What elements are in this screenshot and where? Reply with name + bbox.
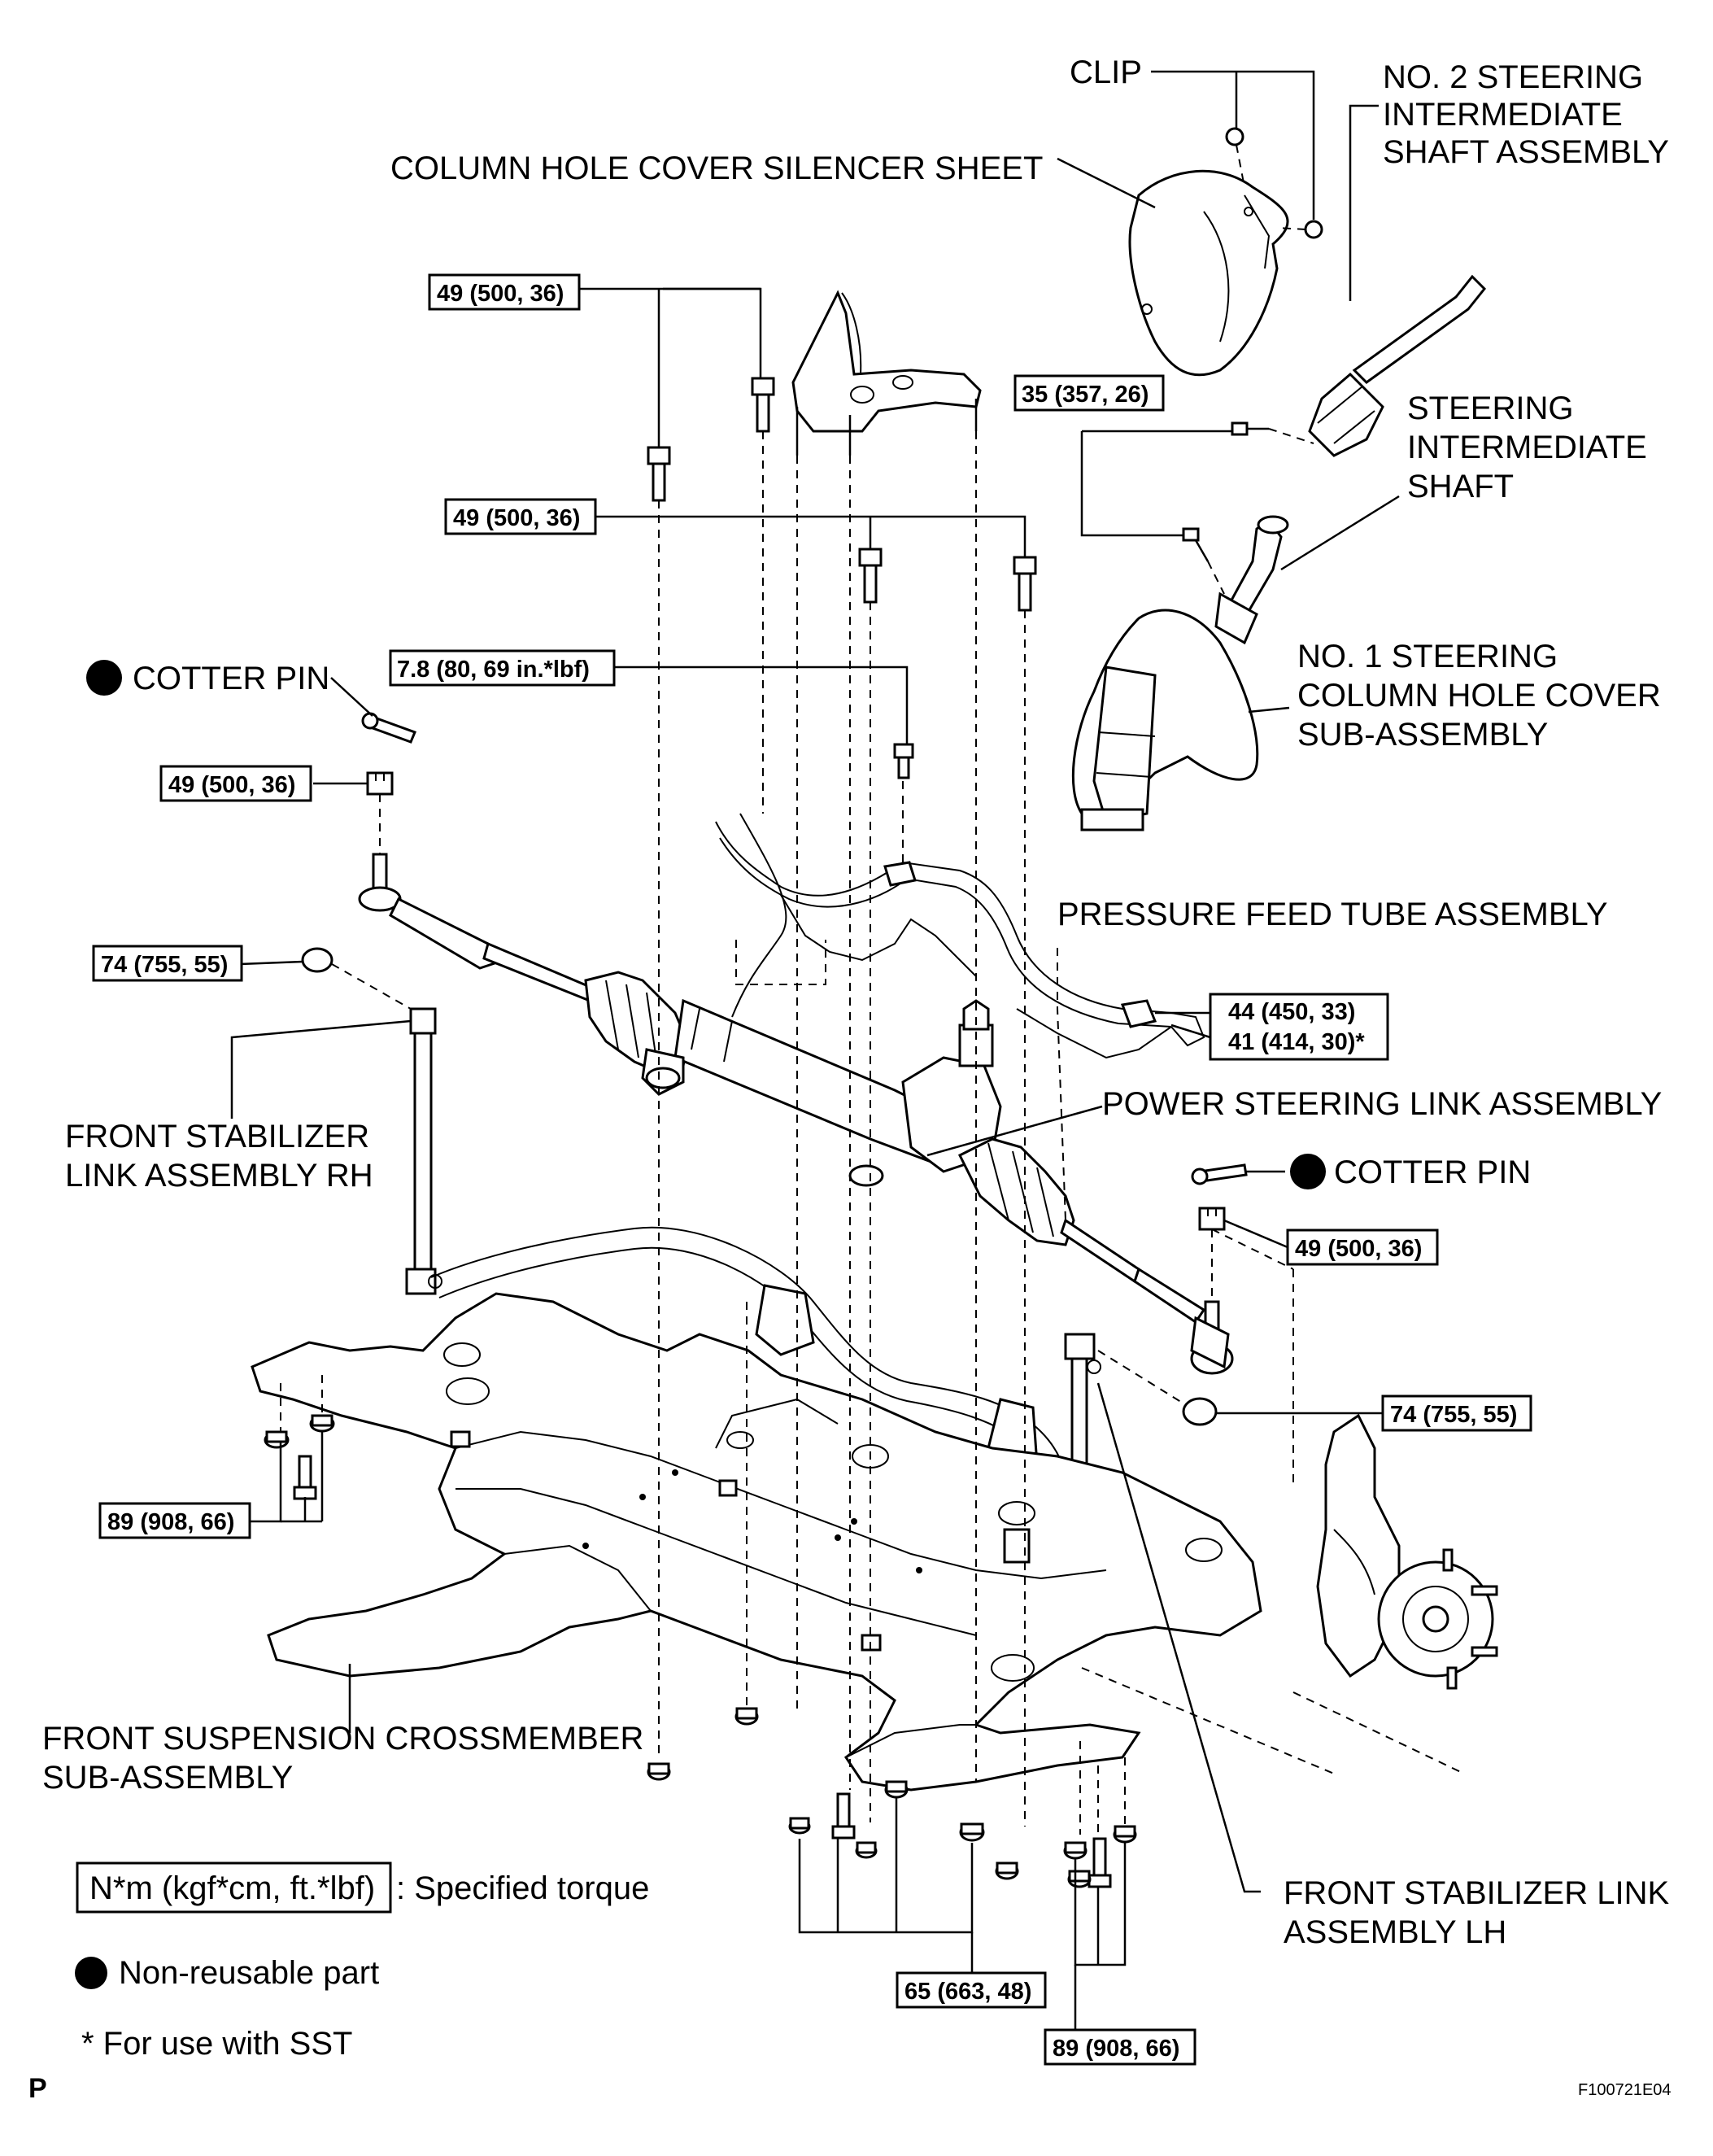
assembly-dashed-lines [280, 144, 1465, 1839]
label-power-link: POWER STEERING LINK ASSEMBLY [1102, 1086, 1662, 1122]
label-crossmember-line1: FRONT SUSPENSION CROSSMEMBER [42, 1721, 643, 1757]
bolts-89-left [264, 1414, 335, 1500]
label-no1-cover-line3: SUB-ASSEMBLY [1297, 717, 1548, 753]
pressure-feed-tube [715, 813, 1205, 1059]
stabilizer-link-rh [405, 1007, 442, 1295]
label-stab-rh-line2: LINK ASSEMBLY RH [65, 1158, 373, 1194]
nut-bottom-8 [995, 1861, 1019, 1880]
torque-box-49-left: 49 (500, 36) [159, 765, 312, 802]
torque-value: 89 (908, 66) [1053, 2036, 1179, 2062]
torque-value: 74 (755, 55) [101, 952, 228, 978]
torque-value: 89 (908, 66) [107, 1509, 234, 1535]
bolt-35-a [1231, 421, 1269, 436]
label-stab-lh-line1: FRONT STABILIZER LINK [1284, 1875, 1669, 1911]
nut-bottom-1 [647, 1762, 671, 1781]
page-letter: P [28, 2073, 47, 2104]
leader-lines [230, 70, 1400, 2030]
torque-box-74-left: 74 (755, 55) [92, 945, 243, 982]
castle-nut-right [1198, 1207, 1226, 1231]
nonreusable-marker-right [1290, 1154, 1326, 1189]
torque-value: 7.8 (80, 69 in.*lbf) [397, 657, 590, 683]
bolt-49-b1 [858, 548, 883, 604]
bolt-49-a2 [647, 446, 671, 502]
nut-bottom-12 [1067, 1870, 1092, 1888]
nut-bottom-3 [788, 1817, 811, 1835]
bolt-bottom-4 [831, 1792, 856, 1840]
castle-nut-left [366, 771, 394, 796]
steering-knuckle-upper [791, 290, 982, 456]
torque-value: 49 (500, 36) [168, 772, 295, 798]
label-cotter-pin-right: COTTER PIN [1334, 1154, 1531, 1190]
tie-rod-end-right [1190, 1300, 1234, 1375]
label-cotter-pin-left: COTTER PIN [133, 661, 329, 696]
torque-value: 44 (450, 33) [1228, 999, 1355, 1025]
nut-74-left [301, 947, 333, 973]
crossmember [251, 1292, 1262, 1792]
label-inter-shaft-line3: SHAFT [1407, 469, 1514, 504]
label-no2-shaft-line2: INTERMEDIATE [1383, 97, 1623, 133]
torque-box-49-mid: 49 (500, 36) [444, 498, 597, 535]
torque-box-44-41: 44 (450, 33) 41 (414, 30)* [1209, 993, 1389, 1061]
no1-column-hole-cover [1071, 609, 1259, 831]
nut-bottom-9 [1063, 1841, 1088, 1860]
figure-code: F100721E04 [1578, 2081, 1672, 2099]
label-inter-shaft-line2: INTERMEDIATE [1407, 430, 1647, 465]
bolt-35-b [1182, 527, 1210, 562]
legend-torque-box [76, 1861, 392, 1914]
label-clip: CLIP [1070, 55, 1142, 90]
nut-74-right [1182, 1397, 1218, 1426]
torque-value: 49 (500, 36) [1295, 1236, 1422, 1262]
torque-box-89-bottom: 89 (908, 66) [1044, 2028, 1196, 2066]
label-inter-shaft-line1: STEERING [1407, 391, 1573, 426]
bolt-49-a1 [751, 377, 775, 433]
legend: N*m (kgf*cm, ft.*lbf) : Specified torque… [75, 1861, 649, 2062]
label-no1-cover-line1: NO. 1 STEERING [1297, 639, 1558, 674]
torque-value: 65 (663, 48) [904, 1979, 1031, 2005]
nut-bottom-5 [855, 1841, 878, 1859]
label-no2-shaft-line1: NO. 2 STEERING [1383, 59, 1643, 95]
legend-nonreusable-marker [75, 1957, 107, 1989]
torque-value: 35 (357, 26) [1022, 382, 1149, 408]
tie-rod-end-left [358, 853, 507, 970]
torque-box-49-top: 49 (500, 36) [428, 273, 581, 311]
torque-box-49-right: 49 (500, 36) [1286, 1229, 1439, 1266]
clip-parts [1225, 127, 1323, 239]
legend-torque-unit: N*m (kgf*cm, ft.*lbf) [89, 1870, 375, 1906]
torque-value: 74 (755, 55) [1390, 1402, 1517, 1428]
silencer-sheet [1128, 169, 1289, 377]
legend-sst-note: * For use with SST [81, 2026, 352, 2062]
torque-box-65: 65 (663, 48) [896, 1971, 1047, 2009]
label-silencer-sheet: COLUMN HOLE COVER SILENCER SHEET [390, 151, 1043, 186]
intermediate-shaft [1214, 515, 1289, 645]
torque-value: 49 (500, 36) [453, 505, 580, 531]
label-pressure-tube: PRESSURE FEED TUBE ASSEMBLY [1057, 897, 1608, 932]
label-no2-shaft-line3: SHAFT ASSEMBLY [1383, 134, 1669, 170]
nonreusable-marker-left [86, 660, 122, 696]
legend-nonreusable: Non-reusable part [119, 1955, 379, 1991]
torque-box-35: 35 (357, 26) [1013, 374, 1165, 412]
cotter-pin-right-part [1191, 1163, 1248, 1185]
no2-intermediate-shaft [1308, 274, 1487, 457]
legend-torque-desc: : Specified torque [396, 1870, 649, 1906]
label-stab-lh-line2: ASSEMBLY LH [1284, 1914, 1506, 1950]
steering-rack [482, 941, 1206, 1325]
steering-knuckle-hub [1316, 1413, 1498, 1690]
nut-bottom-6 [884, 1780, 909, 1799]
nut-bottom-2 [734, 1707, 759, 1726]
label-crossmember-line2: SUB-ASSEMBLY [42, 1760, 293, 1796]
label-no1-cover-line2: COLUMN HOLE COVER [1297, 678, 1661, 714]
torque-box-74-right: 74 (755, 55) [1381, 1394, 1532, 1432]
nut-bottom-7 [959, 1822, 985, 1842]
label-stab-rh-line1: FRONT STABILIZER [65, 1119, 369, 1154]
nut-bottom-10 [1113, 1825, 1137, 1844]
cotter-pin-left-part [361, 712, 416, 744]
torque-box-89-left: 89 (908, 66) [98, 1502, 251, 1539]
torque-value: 41 (414, 30)* [1228, 1029, 1365, 1055]
bolt-bottom-11 [1088, 1837, 1112, 1888]
torque-box-7-8: 7.8 (80, 69 in.*lbf) [389, 649, 616, 687]
torque-value: 49 (500, 36) [437, 281, 564, 307]
bolt-7-8 [893, 743, 914, 779]
bolt-49-b2 [1013, 556, 1037, 612]
